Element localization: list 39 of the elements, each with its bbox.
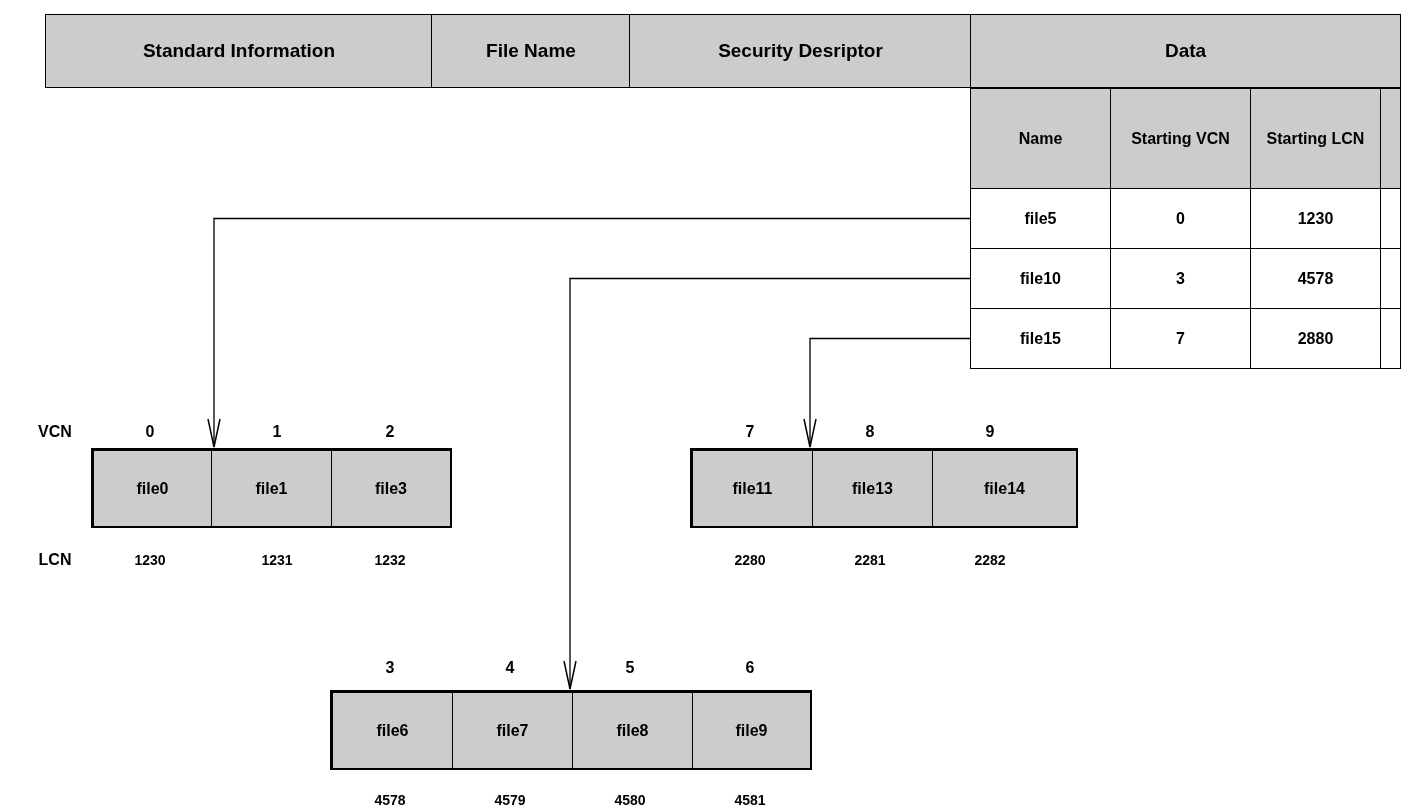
lcn-number: 4580: [614, 792, 646, 808]
vcn-number: 8: [865, 423, 875, 441]
table-header-cell: Starting LCN: [1250, 88, 1381, 189]
table-header-cell: Name: [970, 88, 1111, 189]
lcn-number: 4578: [374, 792, 406, 808]
vcn-number: 3: [385, 659, 395, 677]
vcn-number: 7: [745, 423, 755, 441]
vcn-number: 5: [625, 659, 635, 677]
vcn-number: 0: [145, 423, 155, 441]
lcn-number: 1231: [261, 552, 293, 568]
run-box: [91, 448, 452, 528]
lcn-number: 4579: [494, 792, 526, 808]
attribute-cell: Standard Information: [45, 14, 433, 88]
run-cell: file6: [332, 692, 453, 769]
run-box: [330, 690, 812, 770]
table-cell: file15: [970, 308, 1111, 369]
axis-label: VCN: [38, 423, 72, 441]
run-cell: file11: [692, 450, 813, 527]
run-cell: file0: [93, 450, 212, 527]
run-box: [690, 448, 1078, 528]
axis-label: LCN: [38, 551, 72, 569]
arrow: [563, 277, 971, 690]
lcn-number: 1232: [374, 552, 406, 568]
arrow: [803, 337, 971, 448]
lcn-number: 1230: [134, 552, 166, 568]
vcn-number: 2: [385, 423, 395, 441]
lcn-number: 2281: [854, 552, 886, 568]
vcn-number: 1: [272, 423, 282, 441]
lcn-number: 2280: [734, 552, 766, 568]
attribute-cell: File Name: [431, 14, 631, 88]
lcn-number: 4581: [734, 792, 766, 808]
vcn-number: 9: [985, 423, 995, 441]
arrow: [207, 217, 971, 448]
attribute-cell: Data: [970, 14, 1401, 88]
vcn-number: 4: [505, 659, 515, 677]
attribute-cell: Security Desriptor: [629, 14, 972, 88]
lcn-number: 2282: [974, 552, 1006, 568]
vcn-number: 6: [745, 659, 755, 677]
table-header-cell: Starting VCN: [1110, 88, 1251, 189]
